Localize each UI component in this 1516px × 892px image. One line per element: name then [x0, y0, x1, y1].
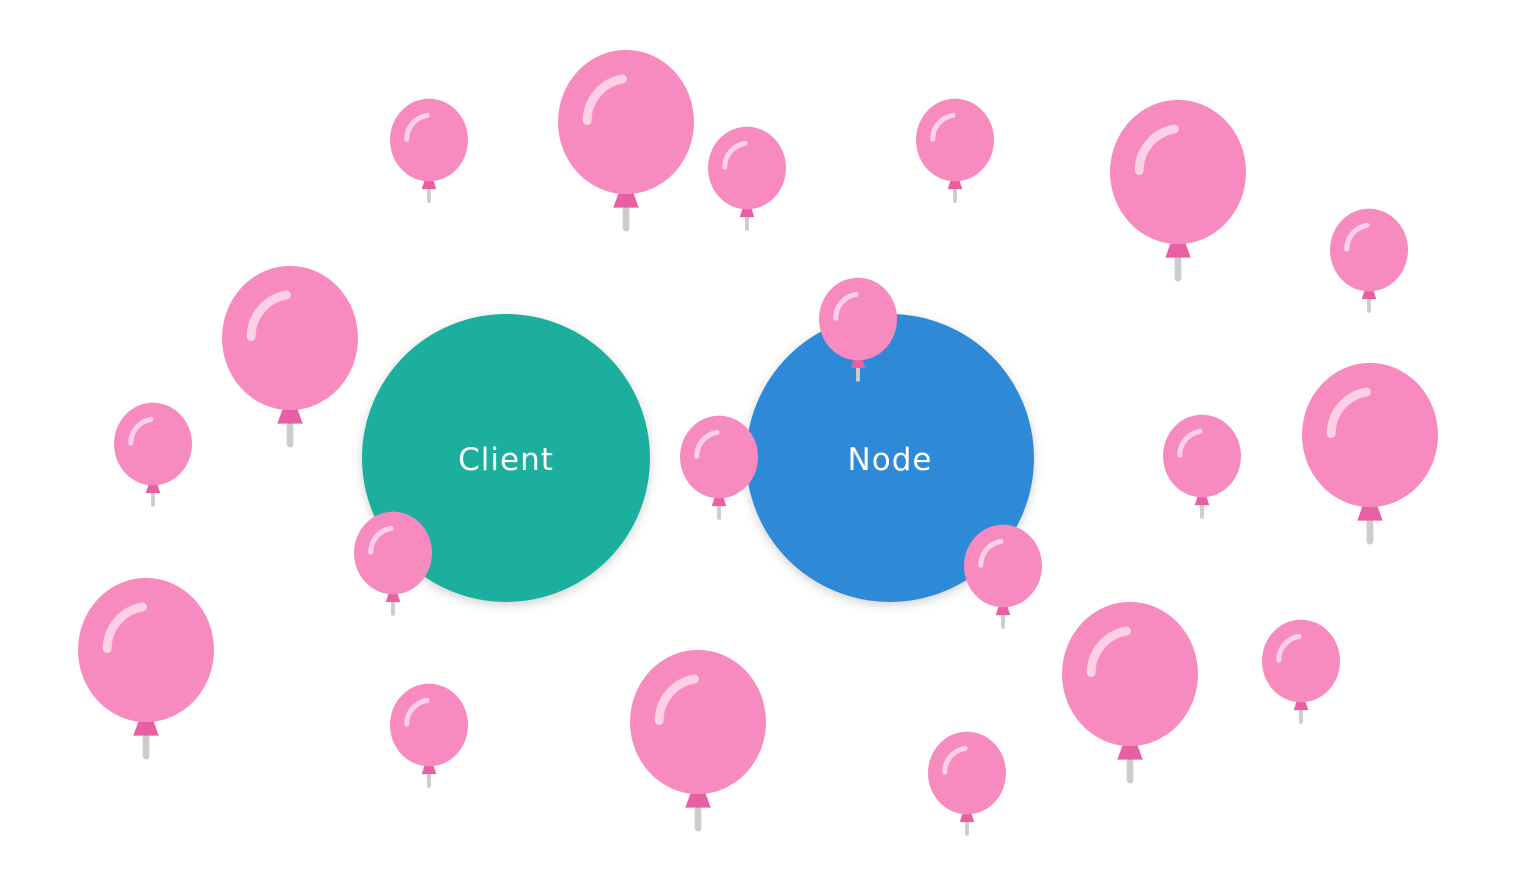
balloon-knot — [145, 483, 161, 494]
client-node: Client — [362, 314, 650, 602]
balloon-knot — [613, 192, 639, 208]
balloon-body — [680, 415, 758, 499]
balloon-icon — [928, 731, 1006, 836]
client-label: Client — [458, 442, 554, 478]
balloon-knot — [959, 812, 975, 823]
balloon-body — [1302, 362, 1438, 508]
balloon-icon — [390, 98, 468, 203]
balloon-highlight — [833, 291, 859, 321]
balloon-body — [114, 402, 192, 486]
balloon-icon — [1330, 208, 1408, 313]
balloon-highlight — [930, 112, 956, 142]
balloon-highlight — [1177, 428, 1203, 458]
balloon-knot — [711, 496, 727, 507]
node-node: Node — [746, 314, 1034, 602]
balloon-knot — [850, 358, 866, 369]
balloon-highlight — [1276, 633, 1302, 663]
balloon-knot — [685, 792, 711, 808]
balloon-knot — [1293, 700, 1309, 711]
balloon-body — [916, 98, 994, 182]
balloon-knot — [1117, 744, 1143, 760]
balloon-icon — [1062, 601, 1198, 784]
balloon-icon — [390, 683, 468, 788]
balloon-body — [1110, 99, 1246, 245]
balloon-body — [78, 577, 214, 723]
balloon-knot — [421, 179, 437, 190]
balloon-knot — [385, 592, 401, 603]
balloon-highlight — [1086, 626, 1132, 678]
client-circle — [362, 314, 650, 602]
balloon-body — [1062, 601, 1198, 747]
node-circle — [746, 314, 1034, 602]
balloon-highlight — [1326, 387, 1372, 439]
balloon-icon — [558, 49, 694, 232]
balloon-body — [630, 649, 766, 795]
balloons-back-layer — [78, 49, 1438, 836]
balloon-highlight — [102, 602, 148, 654]
node-label: Node — [848, 442, 933, 478]
balloon-icon — [222, 265, 358, 448]
balloon-body — [1262, 619, 1340, 703]
balloon-highlight — [1134, 124, 1180, 176]
balloon-icon — [708, 126, 786, 231]
balloon-knot — [947, 179, 963, 190]
balloon-icon — [114, 402, 192, 507]
balloon-icon — [680, 415, 758, 520]
balloon-knot — [995, 605, 1011, 616]
balloon-body — [222, 265, 358, 411]
balloon-icon — [819, 277, 897, 382]
balloon-icon — [916, 98, 994, 203]
balloon-knot — [1165, 242, 1191, 258]
balloon-icon — [1163, 414, 1241, 519]
balloon-highlight — [942, 745, 968, 775]
balloon-icon — [1110, 99, 1246, 282]
balloon-body — [819, 277, 897, 361]
balloon-icon — [354, 511, 432, 616]
balloon-icon — [964, 524, 1042, 629]
balloon-body — [708, 126, 786, 210]
balloon-highlight — [128, 416, 154, 446]
balloon-highlight — [694, 429, 720, 459]
balloon-highlight — [582, 74, 628, 126]
balloon-highlight — [246, 290, 292, 342]
balloon-highlight — [404, 697, 430, 727]
balloon-icon — [630, 649, 766, 832]
balloon-highlight — [1344, 222, 1370, 252]
balloon-highlight — [404, 112, 430, 142]
balloon-body — [354, 511, 432, 595]
balloon-knot — [1357, 505, 1383, 521]
balloon-body — [558, 49, 694, 195]
balloon-body — [964, 524, 1042, 608]
balloons-front-layer — [354, 277, 1042, 629]
balloon-knot — [739, 207, 755, 218]
balloon-highlight — [654, 674, 700, 726]
balloon-body — [1163, 414, 1241, 498]
balloon-body — [390, 98, 468, 182]
balloon-body — [390, 683, 468, 767]
balloon-knot — [1361, 289, 1377, 300]
balloon-body — [928, 731, 1006, 815]
balloon-highlight — [368, 525, 394, 555]
balloon-highlight — [722, 140, 748, 170]
balloon-icon — [1262, 619, 1340, 724]
balloon-knot — [133, 720, 159, 736]
balloon-knot — [277, 408, 303, 424]
balloon-knot — [1194, 495, 1210, 506]
balloon-icon — [1302, 362, 1438, 545]
balloon-knot — [421, 764, 437, 775]
balloon-highlight — [978, 538, 1004, 568]
balloon-body — [1330, 208, 1408, 292]
balloon-icon — [78, 577, 214, 760]
